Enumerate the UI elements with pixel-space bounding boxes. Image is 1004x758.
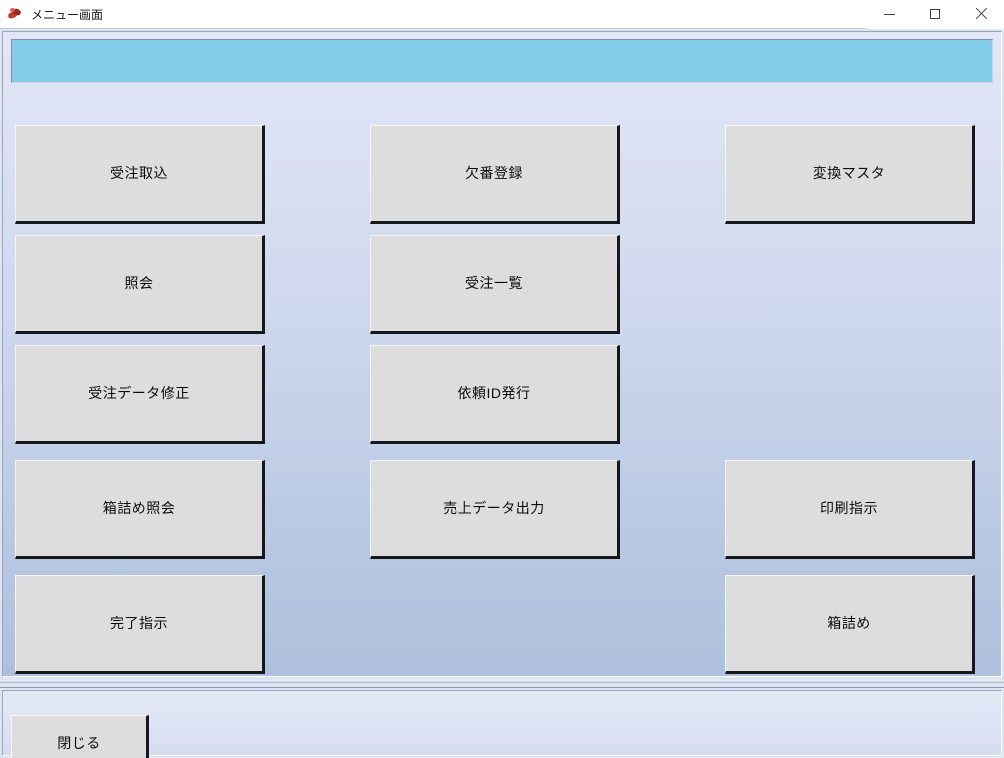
menu-button-juchu-torikomi[interactable]: 受注取込 — [15, 125, 265, 224]
menu-button-irai-id-hakkou[interactable]: 依頼ID発行 — [370, 345, 620, 444]
window-controls — [866, 0, 1004, 29]
menu-panel: 受注取込 照会 受注データ修正 箱詰め照会 完了指示 欠番登録 受注一覧 依頼I… — [2, 31, 1002, 677]
separator-line-bottom — [0, 687, 1004, 688]
banner-message-field — [11, 39, 993, 83]
title-bar: メニュー画面 — [0, 0, 1004, 29]
close-icon — [975, 8, 987, 20]
close-window-button[interactable] — [958, 0, 1004, 29]
menu-button-henkan-master[interactable]: 変換マスタ — [725, 125, 975, 224]
menu-button-shoukai[interactable]: 照会 — [15, 235, 265, 334]
menu-button-uriage-data-shutsuryoku[interactable]: 売上データ出力 — [370, 460, 620, 559]
banner-message-text — [12, 40, 992, 48]
menu-button-hakozume-shoukai[interactable]: 箱詰め照会 — [15, 460, 265, 559]
menu-button-kanryo-shiji[interactable]: 完了指示 — [15, 575, 265, 674]
bottom-toolbar: 閉じる — [2, 690, 1002, 758]
maximize-button[interactable] — [912, 0, 958, 29]
menu-button-insatsu-shiji[interactable]: 印刷指示 — [725, 460, 975, 559]
menu-button-hakozume[interactable]: 箱詰め — [725, 575, 975, 674]
app-icon-shape-c — [10, 8, 15, 12]
window-title: メニュー画面 — [31, 7, 104, 22]
minimize-button[interactable] — [866, 0, 912, 29]
minimize-icon — [883, 13, 895, 15]
panel-separator — [0, 679, 1004, 691]
maximize-icon — [930, 9, 940, 19]
menu-button-ketsuban-touroku[interactable]: 欠番登録 — [370, 125, 620, 224]
app-icon — [7, 6, 23, 22]
client-area: 受注取込 照会 受注データ修正 箱詰め照会 完了指示 欠番登録 受注一覧 依頼I… — [0, 29, 1004, 758]
menu-button-juchu-data-shusei[interactable]: 受注データ修正 — [15, 345, 265, 444]
close-button[interactable]: 閉じる — [11, 715, 149, 758]
menu-button-juchu-ichiran[interactable]: 受注一覧 — [370, 235, 620, 334]
separator-line-top — [0, 682, 1004, 683]
